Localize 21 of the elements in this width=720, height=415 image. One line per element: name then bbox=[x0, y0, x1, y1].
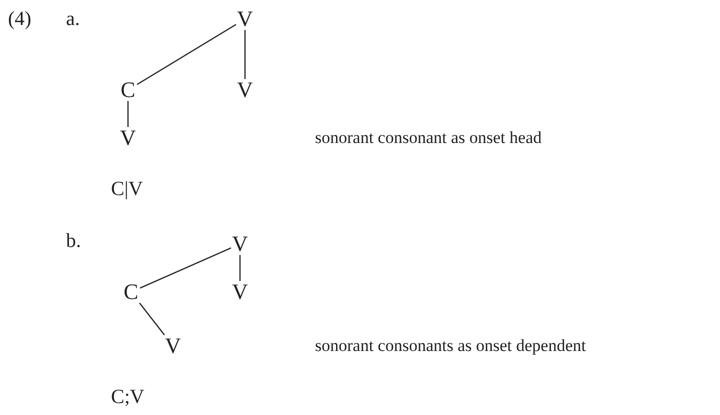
text-label: (4) bbox=[8, 9, 32, 29]
tree-node-label: C bbox=[118, 81, 138, 99]
tree-branch bbox=[140, 247, 232, 289]
tree-branch bbox=[127, 101, 129, 127]
tree-node-label: C bbox=[121, 283, 141, 301]
tree-node-label: V bbox=[235, 81, 255, 99]
tree-node-label: V bbox=[235, 10, 255, 28]
text-label: b. bbox=[66, 231, 81, 251]
tree-branch bbox=[244, 30, 246, 79]
text-label: sonorant consonants as onset dependent bbox=[315, 336, 586, 356]
text-label: C|V bbox=[111, 179, 143, 199]
tree-node-label: V bbox=[163, 337, 183, 355]
tree-node-label: V bbox=[230, 235, 250, 253]
tree-node-label: V bbox=[230, 283, 250, 301]
tree-branch bbox=[136, 24, 236, 86]
text-label: sonorant consonant as onset head bbox=[315, 128, 542, 148]
text-label: C;V bbox=[111, 387, 144, 407]
tree-node-label: V bbox=[118, 129, 138, 147]
text-label: a. bbox=[66, 9, 80, 29]
tree-branch bbox=[139, 302, 165, 336]
tree-branch bbox=[239, 255, 241, 281]
